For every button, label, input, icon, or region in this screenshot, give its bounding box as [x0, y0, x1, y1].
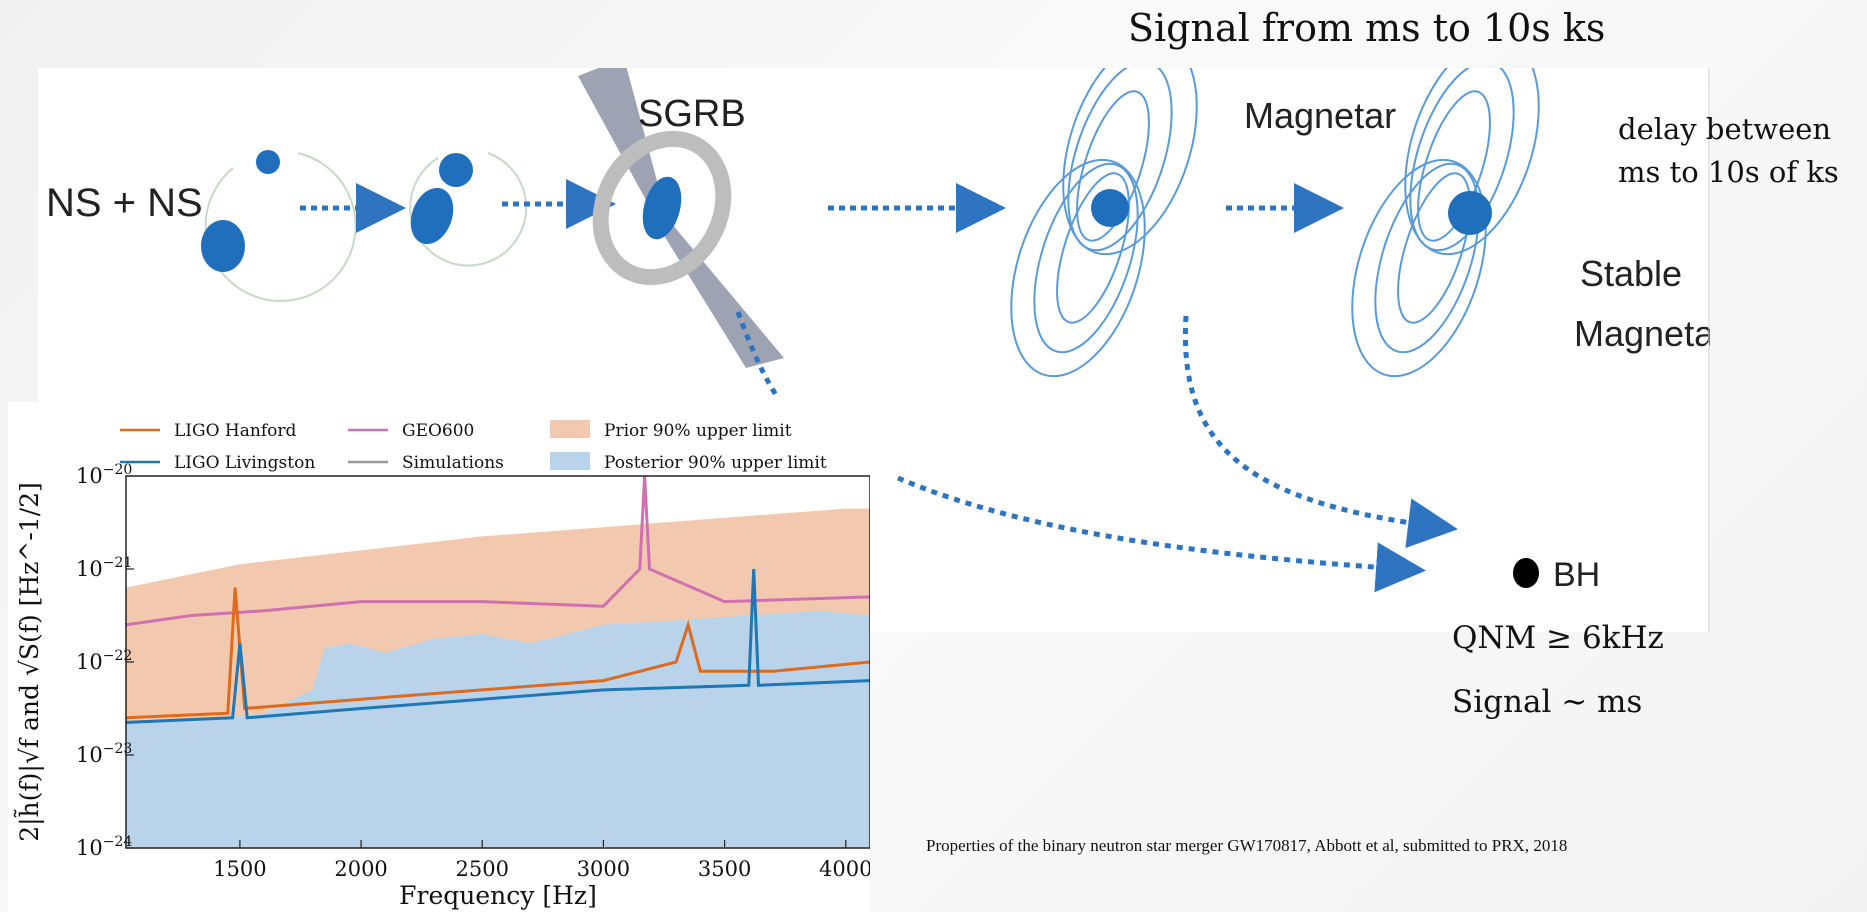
x-tick-label: 3500 [698, 857, 751, 881]
legend-label: GEO600 [402, 421, 474, 441]
legend-label: Simulations [402, 453, 504, 473]
legend-label: LIGO Livingston [174, 453, 315, 473]
field-line [1351, 158, 1487, 378]
neutron-star-small [256, 150, 280, 174]
field-line [1033, 162, 1139, 354]
y-tick-label: 10−21 [76, 555, 132, 581]
magnetar-illustration [1010, 68, 1198, 378]
spectrum-plot-svg: 1500 2000 2500 3000 3500 4000 10−20 10−21 10−22… [15, 420, 870, 910]
merger-remnant [642, 176, 682, 240]
series-line-2 [125, 475, 870, 627]
magnetar-label: Magnetar [1244, 95, 1396, 136]
arrow-sgrb-down [735, 311, 781, 400]
y-tick-label: 10−22 [76, 648, 132, 674]
orbit-path [204, 152, 357, 302]
x-tick-label: 4000 [819, 857, 870, 881]
binary-stage-1 [201, 150, 357, 302]
stable-magnetar-illustration [1351, 68, 1540, 378]
field-line [1076, 90, 1150, 242]
qnm-text: QNM ≥ 6kHz [1452, 620, 1664, 656]
x-axis-ticks: 1500 2000 2500 3000 3500 4000 [213, 840, 870, 881]
field-line [1374, 162, 1480, 354]
binary-stage-2 [409, 152, 528, 267]
accretion-ring [592, 130, 732, 286]
signal-duration-text: Signal ~ ms [1452, 684, 1643, 720]
magnetar-core [1091, 189, 1129, 227]
field-line [1062, 68, 1198, 256]
y-tick-label: 10−24 [76, 834, 132, 860]
x-tick-label: 1500 [213, 857, 266, 881]
spectrum-plot: 1500 2000 2500 3000 3500 4000 10−20 10−21 10−22… [8, 402, 870, 912]
y-axis-label: 2|h̃(f)|√f and √S(f) [Hz^-1/2] [15, 482, 45, 842]
stable-label-line1: Stable [1580, 253, 1682, 294]
delay-note-line1: delay between [1618, 112, 1832, 146]
x-tick-label: 3000 [577, 857, 630, 881]
legend-label: LIGO Hanford [174, 421, 296, 441]
field-line [1010, 158, 1146, 378]
gamma-ray-jet-lower [652, 216, 784, 368]
arrow-magnetar-to-bh [1182, 315, 1458, 549]
bh-label: BH [1553, 556, 1600, 594]
y-tick-label: 10−20 [76, 462, 132, 488]
field-line [1417, 90, 1491, 242]
citation: Properties of the binary neutron star me… [926, 836, 1568, 855]
strain-curves [125, 475, 870, 724]
series-line-4 [125, 568, 870, 724]
stable-magnetar-core [1448, 191, 1492, 235]
slide-title: Signal from ms to 10s ks [1128, 6, 1606, 50]
field-line [1404, 68, 1540, 256]
legend: LIGO Hanford GEO600 Prior 90% upper limitL… [120, 420, 827, 473]
arrow-sgrb-to-bh [897, 475, 1426, 593]
orbit-path-2 [409, 152, 528, 267]
x-tick-label: 2000 [334, 857, 387, 881]
merger-diagram-svg: NS + NS SGRB [46, 68, 1710, 632]
y-tick-label: 10−23 [76, 741, 132, 767]
delay-note-line2: ms to 10s of ks [1618, 155, 1839, 189]
upper-limit-fills [126, 508, 870, 848]
black-hole-dot [1513, 558, 1539, 588]
x-axis-label: Frequency [Hz] [399, 881, 597, 910]
ns-ns-label: NS + NS [46, 181, 203, 225]
delay-note: delay between ms to 10s of ks [1618, 108, 1839, 194]
neutron-star-large [201, 220, 245, 272]
neutron-star-upper [439, 153, 473, 187]
field-line [1397, 172, 1471, 324]
neutron-star-lower [410, 187, 454, 245]
legend-swatch [550, 420, 590, 438]
sgrb-illustration [578, 68, 784, 368]
series-line-3 [125, 587, 870, 720]
x-tick-label: 2500 [456, 857, 509, 881]
field-line [1056, 172, 1130, 324]
legend-swatch [550, 452, 590, 470]
series-fill-1 [126, 610, 870, 848]
legend-label: Prior 90% upper limit [604, 421, 792, 441]
legend-label: Posterior 90% upper limit [604, 453, 827, 473]
gamma-ray-jet-upper [578, 68, 660, 200]
stable-label-line2: Magnetar [1574, 313, 1710, 354]
sgrb-label: SGRB [638, 93, 746, 135]
